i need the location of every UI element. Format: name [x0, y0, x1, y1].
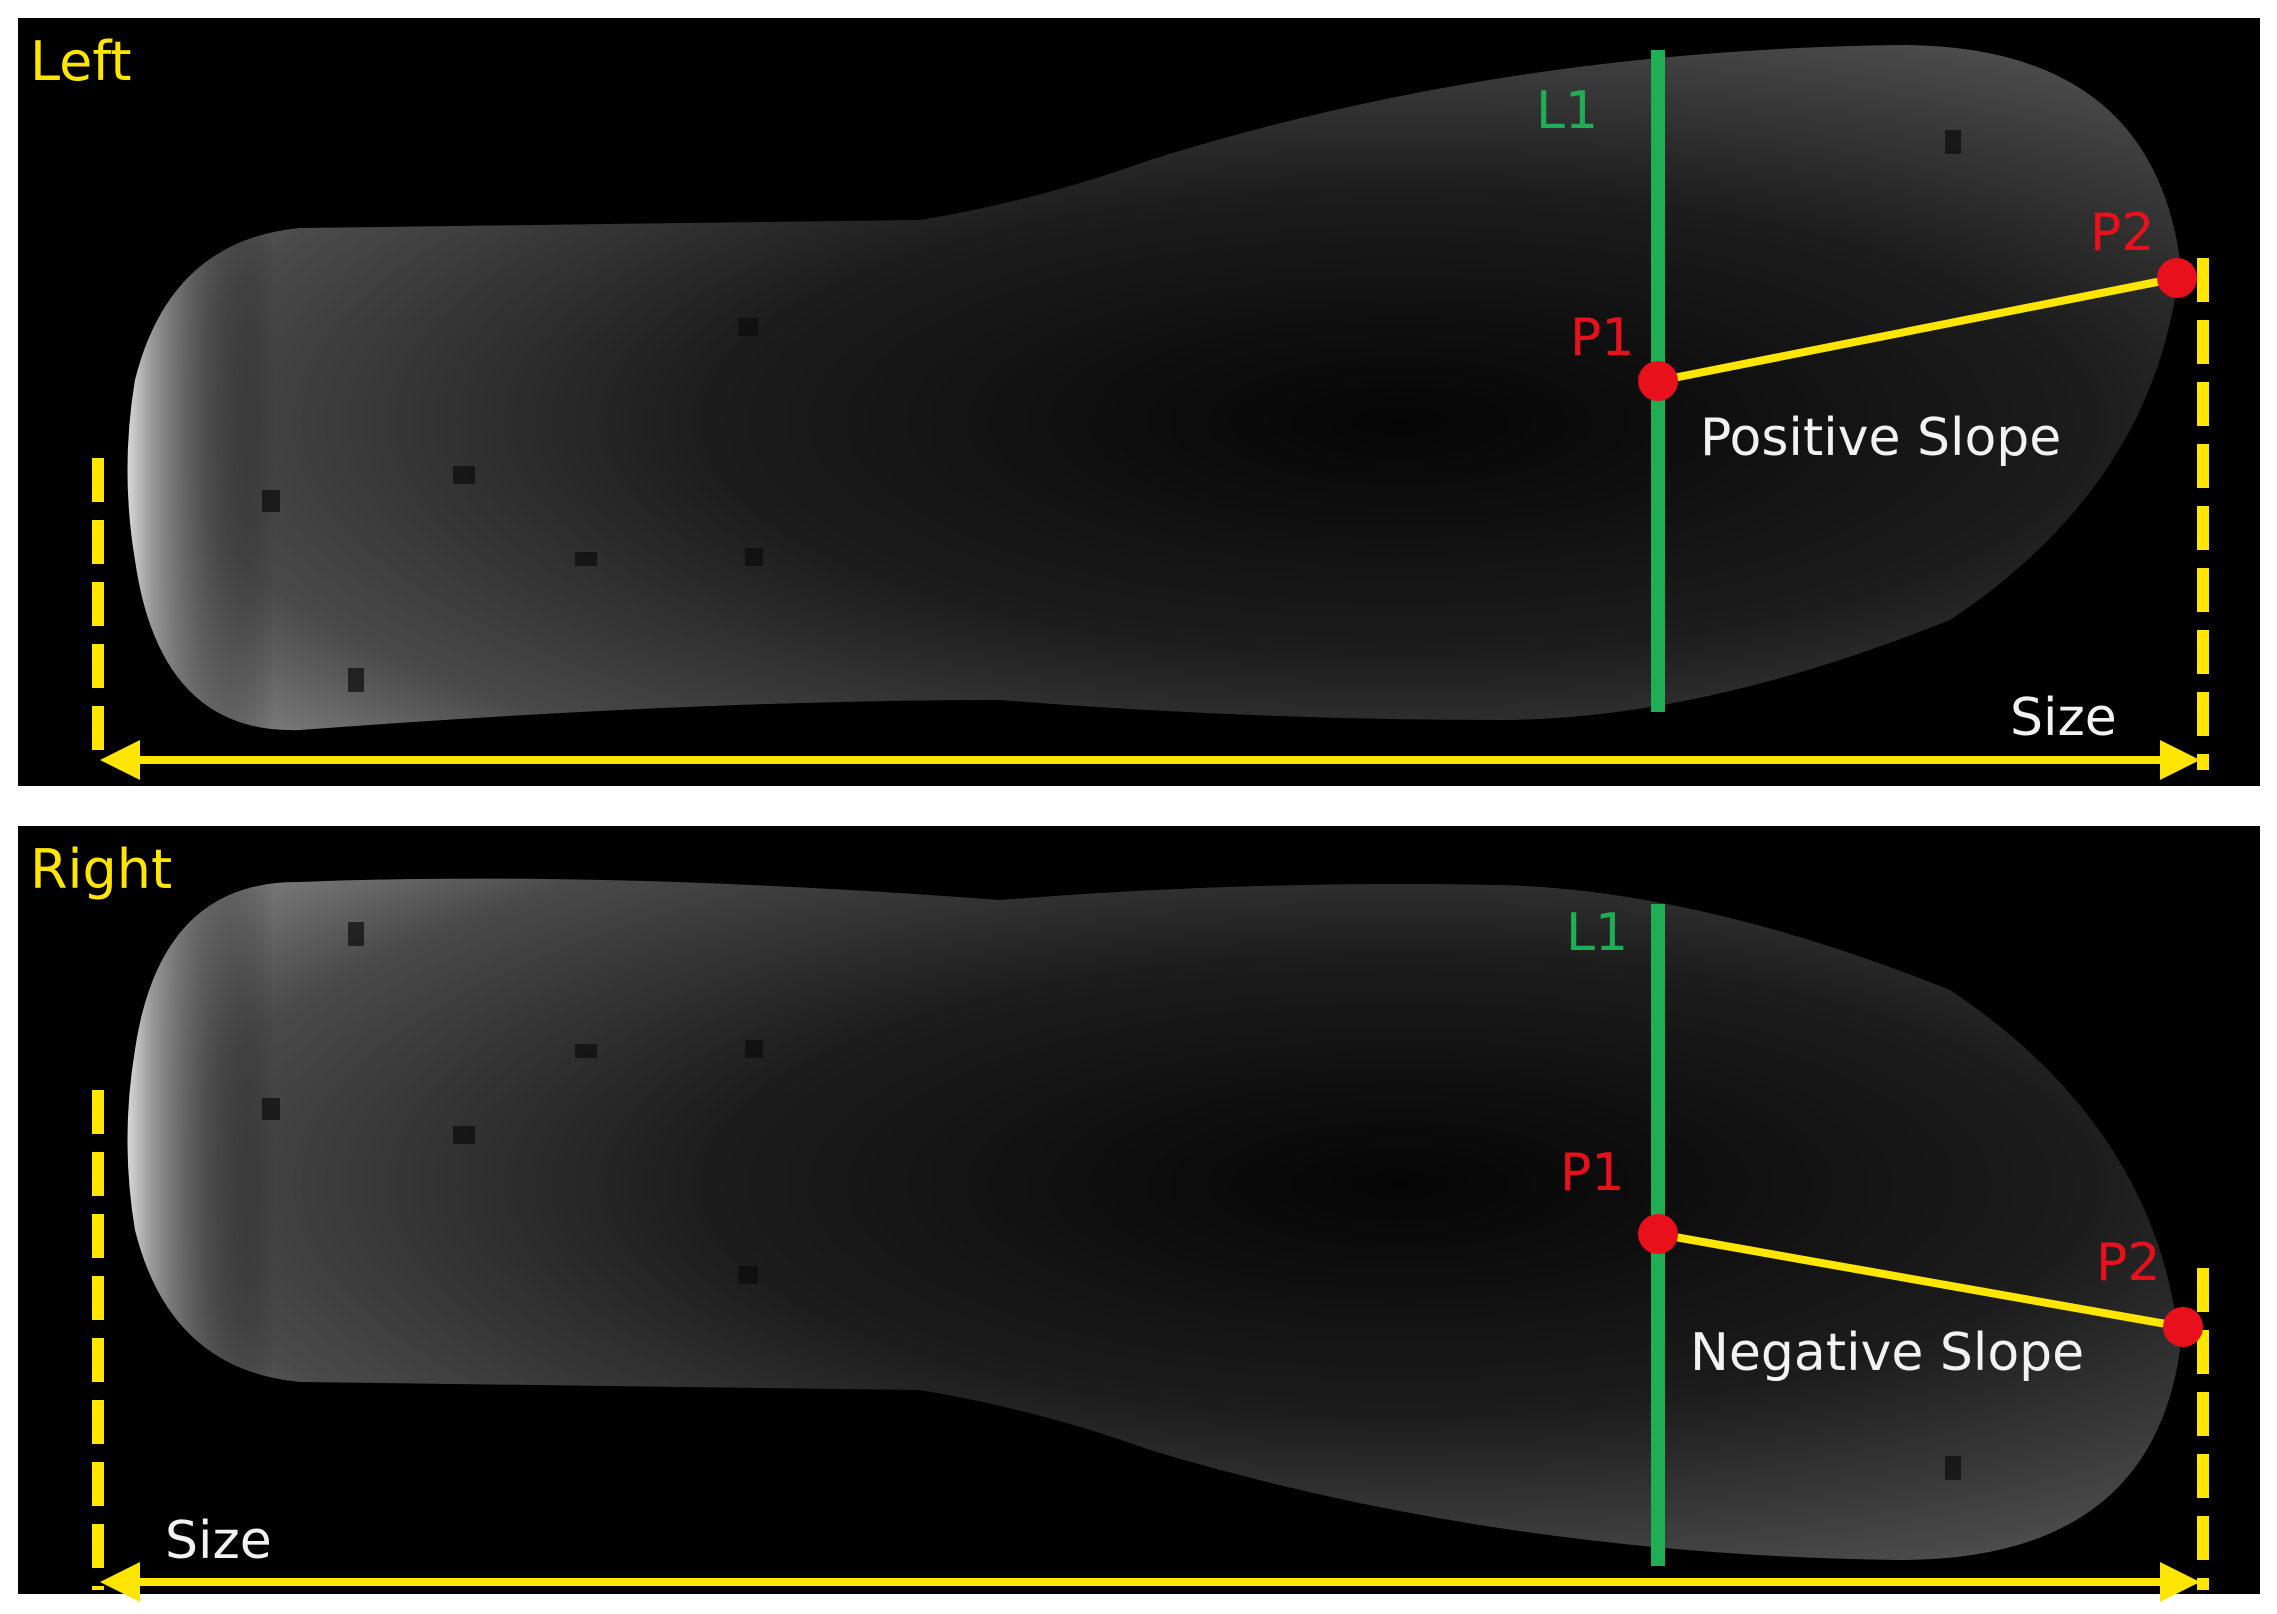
panel-left: Left Size L1 P1 P2 Positive Slope	[18, 18, 2260, 786]
right-size-arrow-head-end	[2160, 1562, 2200, 1602]
left-size-label: Size	[2010, 688, 2117, 748]
left-sensor-dots	[262, 130, 1961, 692]
right-footprint-sole	[127, 878, 2180, 1560]
left-size-arrow-head-start	[100, 740, 140, 780]
right-p1-point	[1638, 1214, 1678, 1254]
left-p2-label: P2	[2090, 203, 2154, 263]
right-l1-label: L1	[1566, 903, 1628, 963]
right-p1-label: P1	[1560, 1143, 1624, 1203]
right-size-label: Size	[165, 1511, 272, 1571]
right-p2-point	[2163, 1307, 2203, 1347]
right-heel-highlight	[127, 881, 420, 1382]
right-slope-label: Negative Slope	[1690, 1323, 2084, 1383]
right-p2-label: P2	[2096, 1233, 2160, 1293]
left-p1-point	[1638, 361, 1678, 401]
right-sensor-dots	[262, 922, 1961, 1480]
left-p1-label: P1	[1570, 308, 1634, 368]
left-l1-label: L1	[1536, 81, 1598, 141]
left-slope-line	[1657, 274, 2178, 385]
panel-title-left: Left	[30, 30, 132, 93]
right-slope-line	[1657, 1230, 2184, 1331]
right-size-arrow-head-start	[100, 1562, 140, 1602]
panel-right: Right Size L1 P1 P2 Negative Slope	[18, 826, 2260, 1602]
left-footprint-sole	[127, 45, 2180, 731]
left-heel-highlight	[127, 228, 420, 731]
left-slope-label: Positive Slope	[1700, 408, 2061, 468]
left-size-arrow-head-end	[2160, 740, 2200, 780]
panel-title-right: Right	[30, 838, 172, 901]
left-p2-point	[2157, 258, 2197, 298]
